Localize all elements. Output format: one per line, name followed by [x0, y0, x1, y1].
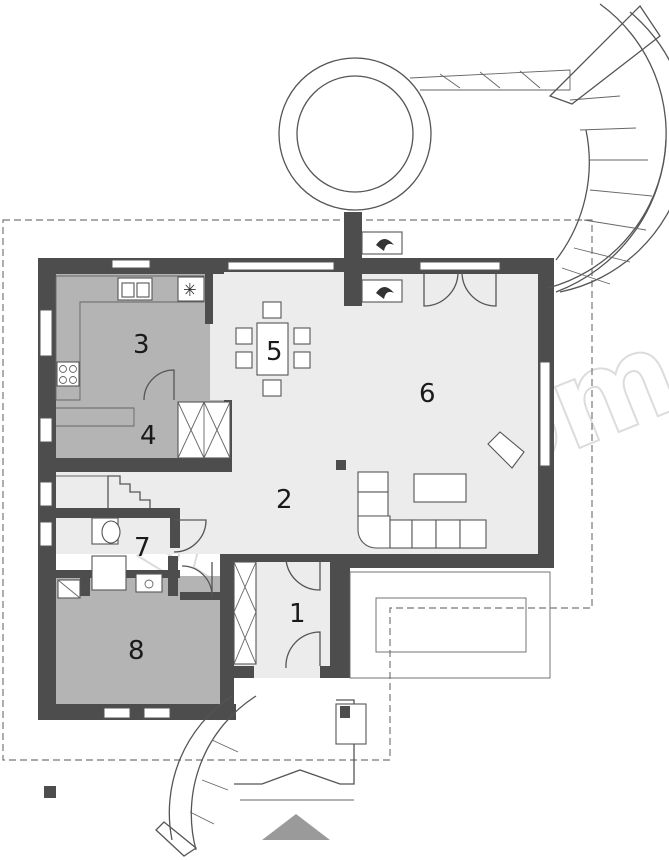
windows: [39, 259, 551, 719]
room-number-4: 4: [140, 421, 157, 451]
dining-table: [235, 301, 311, 397]
room-number-1: 1: [289, 599, 306, 629]
fireplace: [344, 228, 403, 303]
room-number-5: 5: [266, 337, 283, 367]
roof-outline: [2, 219, 593, 761]
room-number-7: 7: [134, 533, 151, 563]
snowflake-icon: ✳: [183, 280, 197, 301]
bathroom-fixtures: [91, 517, 213, 597]
room-number-6: 6: [419, 379, 436, 409]
room-number-2: 2: [276, 485, 293, 515]
entrance-arrow-icon: [262, 814, 330, 840]
room-number-8: 8: [128, 636, 145, 666]
entrance-steps: [234, 699, 367, 801]
fireplace-flame-icon: [376, 239, 394, 251]
boiler: [57, 579, 81, 599]
carport: [349, 571, 551, 679]
hall-wardrobe: [233, 559, 321, 669]
stairs: [56, 475, 151, 508]
pantry-door: [177, 401, 231, 459]
living-furniture: [357, 431, 525, 549]
room-number-3: 3: [133, 330, 150, 360]
curved-path-north-east: [547, 3, 669, 293]
pool: [278, 57, 571, 211]
kitchen-counter: ✳: [55, 275, 205, 427]
scale-marker: [44, 786, 56, 798]
curved-path-south: [155, 695, 257, 857]
terrace-door: [423, 271, 497, 307]
